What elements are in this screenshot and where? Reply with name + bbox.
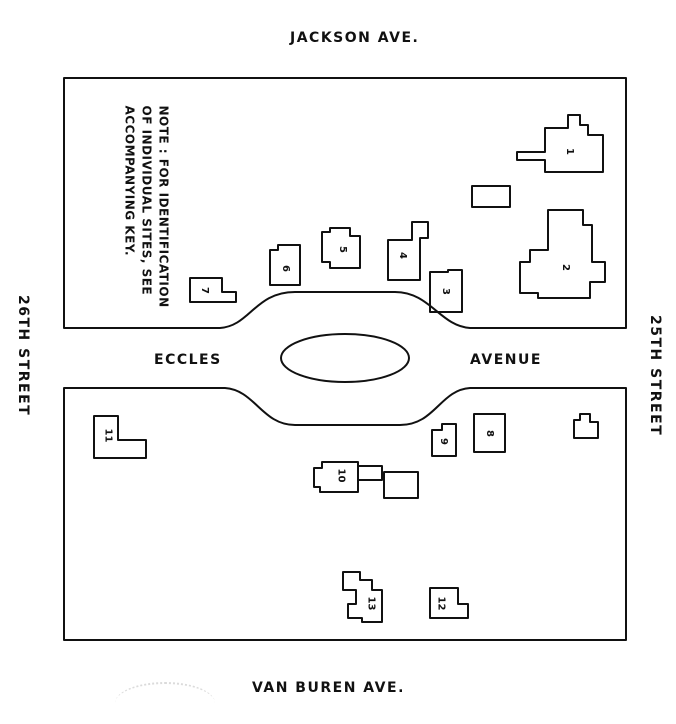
faded-stamp — [115, 682, 215, 724]
site-number: 10 — [335, 468, 347, 483]
note-line: ACCOMPANYING KEY. — [122, 105, 137, 257]
building-2[interactable] — [519, 209, 606, 299]
building-5[interactable] — [321, 227, 361, 269]
building-10-annex[interactable] — [357, 465, 383, 481]
building-4[interactable] — [387, 221, 429, 281]
building-13[interactable] — [342, 571, 383, 623]
site-number: 3 — [439, 288, 451, 295]
building-3[interactable] — [429, 269, 463, 313]
site-number: 11 — [102, 428, 114, 443]
eccles-label: ECCLES — [154, 352, 222, 368]
building-7[interactable] — [189, 277, 237, 303]
building-6[interactable] — [269, 244, 301, 286]
site-number: 6 — [279, 265, 291, 272]
site-number: 8 — [483, 430, 495, 437]
site-number: 1 — [563, 148, 575, 155]
building-10[interactable] — [313, 461, 359, 493]
building-1[interactable] — [516, 114, 604, 173]
building-12[interactable] — [429, 587, 469, 619]
building-11[interactable] — [93, 415, 147, 459]
identification-note: NOTE : FOR IDENTIFICATION OF INDIVIDUAL … — [121, 106, 172, 346]
north-block — [63, 77, 627, 329]
building-9[interactable] — [431, 423, 457, 457]
site-number: 4 — [396, 252, 408, 259]
site-number: 12 — [435, 596, 447, 611]
26th-street-label: 26TH STREET — [15, 295, 31, 417]
building-8[interactable] — [473, 413, 506, 453]
site-number: 5 — [336, 246, 348, 253]
jackson-ave-label: JACKSON AVE. — [290, 30, 420, 46]
site-number: 2 — [559, 264, 571, 271]
note-line: NOTE : FOR IDENTIFICATION — [156, 105, 171, 308]
site-number: 13 — [365, 596, 377, 611]
25th-street-label: 25TH STREET — [647, 315, 663, 437]
site-number: 7 — [198, 287, 210, 294]
building-small-east[interactable] — [573, 413, 599, 439]
note-line: OF INDIVIDUAL SITES, SEE — [139, 105, 154, 296]
van-buren-ave-label: VAN BUREN AVE. — [252, 680, 405, 696]
central-oval — [280, 333, 410, 383]
south-block — [63, 387, 627, 641]
building-unlabeled[interactable] — [471, 185, 511, 208]
building-10-square[interactable] — [383, 471, 419, 499]
avenue-label: AVENUE — [470, 352, 542, 368]
site-number: 9 — [437, 438, 449, 445]
